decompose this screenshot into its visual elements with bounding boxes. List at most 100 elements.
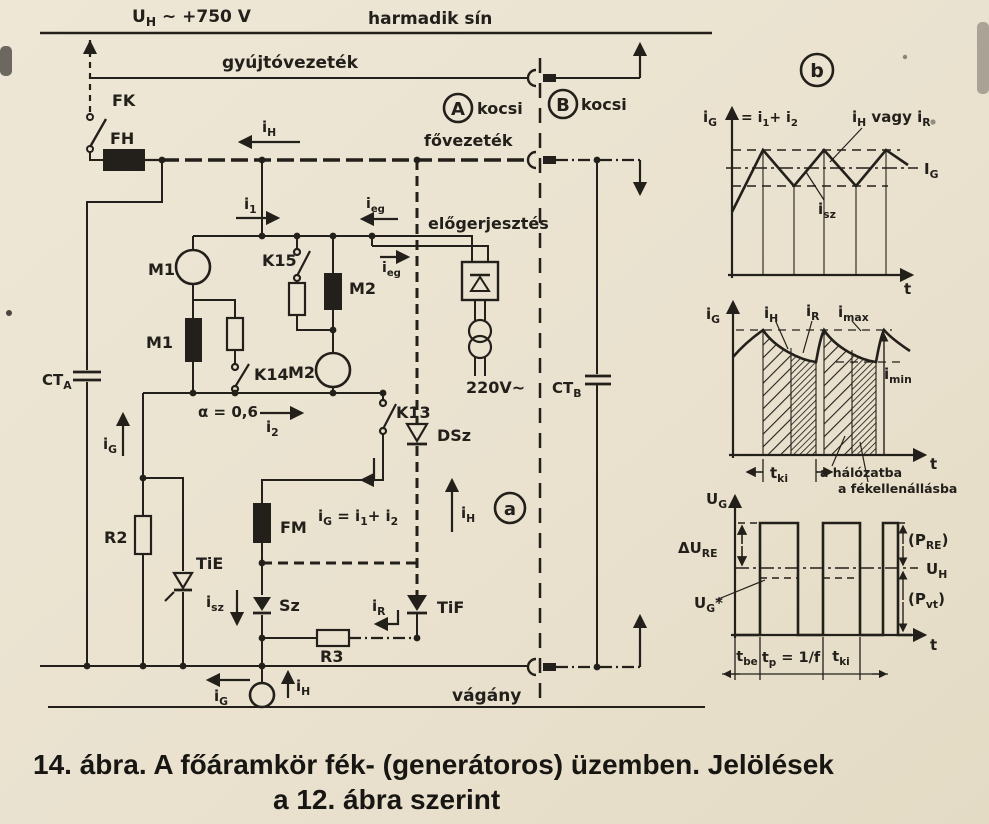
tie-label: TiE [196,554,223,573]
alpha-label: α = 0,6 [198,403,258,421]
graph-current-ripple: iG = i1+ i2 iH vagy iR IG isz t [703,105,939,298]
g3-tki-label: tki [832,649,849,668]
diode-tif [407,595,427,615]
dsz-label: DSz [437,426,471,445]
m1-field-winding [185,318,202,362]
m2-armature-symbol [314,351,352,389]
switch-fk [86,113,108,161]
ir-hook-arrow [373,610,400,632]
g3-y-label: UG [706,490,727,511]
ig-left-label: iG [103,435,117,456]
switch-k15 [292,247,311,283]
g2-t-label: t [930,455,937,473]
figure-caption: 14. ábra. A főáramkör fék- (generátoros)… [33,749,834,815]
fm-label: FM [280,518,307,537]
k13-label: K13 [396,403,431,422]
ignition-wire-label: gyújtóvezeték [222,53,359,73]
resistor-r2 [133,514,153,556]
cta-label: CTA [42,371,72,392]
g2-network-label: a hálózatba [820,465,902,480]
ih-top-label: iH [262,118,276,139]
subfigure-a-letter: a [504,499,516,520]
k15-resistor [287,281,307,317]
m2-field-winding [324,273,342,310]
ig-sum-hook-arrow [359,458,376,488]
main-circuit-schematic: UH ~ +750 V harmadik sín gyújtóvezeték f… [40,7,712,709]
ir-label: iR [372,597,386,618]
caption-line2: a 12. ábra szerint [273,784,500,815]
k14-label: K14 [254,365,289,384]
g3-t-label: t [930,636,937,654]
m1-armature-symbol [174,248,212,286]
g1-y-label: iG [703,108,717,129]
isz-label: isz [206,593,224,614]
r2-label: R2 [104,528,127,547]
g3-delta-label: ΔURE [678,539,718,560]
ieg-main-label: ieg [366,196,385,215]
main-wire-label: fővezeték [424,131,513,150]
ig-sum-label: iG = i1+ i2 [318,507,398,528]
m1-armature-label: M1 [148,260,175,279]
graph-chopper-voltage: UG ΔURE UH UG* (PRE) (Pvt) tbe tp = 1/f … [678,490,948,680]
waveform-graphs: b iG = i1+ i2 iH vagy iR IG isz t [678,52,957,680]
junction-dots [83,156,601,671]
pre-excitation-label: előgerjesztés [428,214,549,233]
i1-label: i1 [244,195,257,216]
m2-armature-label: M2 [288,363,315,382]
ih-mid-label: iH [461,504,475,525]
sz-label: Sz [279,596,300,615]
current-arrows [115,41,648,698]
g1-ripple-label: isz [818,200,836,221]
fh-label: FH [110,129,134,148]
graph-energy-split: iG iH iR imax imin tki a hálózatba a fék… [706,299,957,496]
g1-peak-note: iH vagy iR [852,108,931,129]
caption-line1: 14. ábra. A főáramkör fék- (generátoros)… [33,749,834,780]
excitation-rectifier [460,260,500,302]
dash-dot-wires [349,158,640,669]
switch-k13 [378,398,397,436]
wheel-icon [248,681,276,709]
subfigure-b-letter: b [810,60,824,82]
brake-branch-dashed-wires [262,160,419,595]
subfigure-a-badge [493,491,527,525]
g3-tp-label: tp = 1/f [762,650,821,669]
resistor-r3 [315,628,351,648]
g3-uh-label: UH [926,560,947,581]
g2-imin-label: imin [884,365,912,386]
fm-field-winding [253,503,271,543]
m2-field-label: M2 [349,279,376,298]
tif-label: TiF [437,598,464,617]
diode-dsz [405,422,429,446]
diode-sz [253,597,271,615]
ih-bottom-label: iH [296,677,310,698]
ig-bottom-label: iG [214,687,228,708]
shunt-resistor [225,316,245,352]
g2-tki-label: tki [770,464,788,485]
car-a-badge [442,92,474,124]
third-rail-label: harmadik sín [368,9,492,29]
fuse-fh [103,149,145,171]
i2-label: i2 [266,418,279,439]
coupler-icons [526,68,556,677]
g3-pvt-label: (Pvt) [908,590,945,611]
supply-voltage-label: UH ~ +750 V [132,7,252,29]
fk-label: FK [112,91,136,110]
thyristor-tie [164,571,194,602]
g3-ugstar-label: UG* [694,594,723,615]
transformer-icon [467,318,493,360]
ctb-label: CTB [552,379,581,400]
g3-pre-label: (PRE) [908,531,948,552]
ieg-loop-label: ieg [382,260,401,279]
g1-y-eq: = i1+ i2 [741,110,798,129]
capacitor-ctb [585,374,611,386]
scan-artifacts [0,22,989,316]
g2-ir-label: iR [806,302,820,323]
capacitor-cta [73,370,101,382]
g3-tbe-label: tbe [736,649,758,668]
car-b-badge [547,88,579,120]
r3-label: R3 [320,647,343,666]
g2-imax-label: imax [838,303,869,324]
rectifier-supply-label: 220V~ [466,378,525,397]
car-b-letter: B [556,95,570,116]
